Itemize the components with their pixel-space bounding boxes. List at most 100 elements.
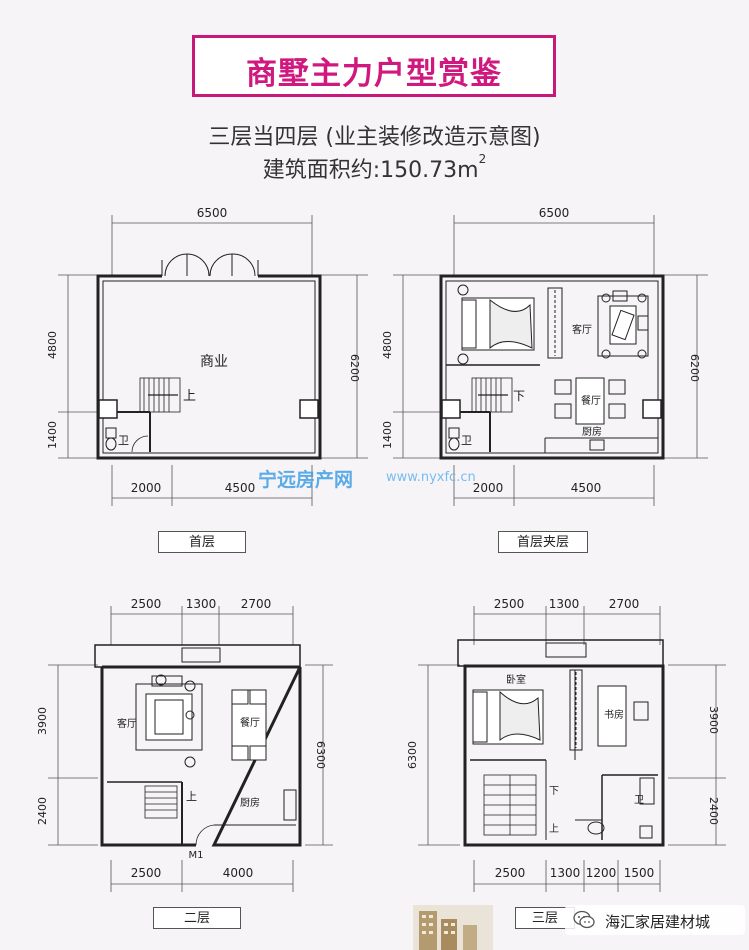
dim-bottom-4: 1500 <box>624 866 655 880</box>
column <box>98 399 118 419</box>
dining-table <box>554 377 626 425</box>
caption-mezzanine: 首层夹层 <box>498 531 588 553</box>
room-dining: 餐厅 <box>240 716 260 729</box>
watermark-text: 宁远房产网 <box>258 469 354 491</box>
dim-bottom-2: 4500 <box>571 481 602 495</box>
staircase <box>139 377 181 413</box>
dim-top-3: 2700 <box>241 597 272 611</box>
plan-ground-floor <box>58 215 368 506</box>
dim-left-top: 3900 <box>36 707 49 735</box>
staircase <box>471 377 513 413</box>
area-value: 建筑面积约:150.73m <box>262 158 479 183</box>
dim-bottom-1: 2500 <box>131 866 162 880</box>
ground-labels: 6500 4800 1400 6200 2000 4500 商业 上 卫 <box>46 206 361 495</box>
sofa-set <box>135 674 203 768</box>
dim-left-bottom: 2400 <box>36 797 49 825</box>
door-label: M1 <box>189 850 204 861</box>
title-banner: 商墅主力户型赏鉴 <box>192 35 556 97</box>
kitchen-counter <box>283 789 297 821</box>
wechat-icon <box>573 910 595 929</box>
dim-bottom-3: 1200 <box>586 866 617 880</box>
toilet <box>448 427 460 451</box>
third-labels: 2500 1300 2700 6300 3900 2400 2500 1300 … <box>406 597 720 880</box>
dimension-lines <box>48 606 333 892</box>
bath-fixtures <box>587 777 655 839</box>
dim-right: 6200 <box>348 354 361 382</box>
sofa-set <box>597 290 649 359</box>
dim-left-top: 4800 <box>46 331 59 359</box>
room-commercial: 商业 <box>200 354 228 370</box>
room-kitchen: 厨房 <box>240 796 260 809</box>
plan-second-floor <box>48 606 333 892</box>
area-label: 建筑面积约:150.73m2 <box>0 152 749 184</box>
room-study: 书房 <box>604 708 624 721</box>
bed <box>472 689 544 745</box>
room-bath: 卫 <box>118 434 129 447</box>
staircase <box>483 774 537 836</box>
dim-left-bottom: 1400 <box>46 421 59 449</box>
dim-top-3: 2700 <box>609 597 640 611</box>
plan-third-floor <box>418 606 726 892</box>
dim-bottom-1: 2000 <box>131 481 162 495</box>
stair-down-label: 下 <box>513 389 525 403</box>
plan-mezzanine <box>393 215 708 506</box>
wechat-badge: 海汇家居建材城 <box>565 905 745 935</box>
staircase <box>144 785 178 819</box>
dim-right: 6200 <box>688 354 701 382</box>
room-bath: 卫 <box>461 434 472 447</box>
room-living: 客厅 <box>572 323 592 336</box>
stair-up-label: 上 <box>186 790 197 803</box>
subtitle: 三层当四层 (业主装修改造示意图) <box>208 125 541 150</box>
dim-bottom-2: 1300 <box>550 866 581 880</box>
outer-wall <box>439 274 665 460</box>
stair-up-label: 上 <box>549 823 559 835</box>
dining-table <box>231 689 267 761</box>
dim-bottom-2: 4000 <box>223 866 254 880</box>
caption-third-floor: 三层 <box>515 907 575 929</box>
dim-top-1: 2500 <box>494 597 525 611</box>
wechat-account-name: 海汇家居建材城 <box>605 913 711 931</box>
kitchen-counter <box>544 437 658 453</box>
dim-left-top: 4800 <box>381 331 394 359</box>
building-thumbnail <box>413 905 493 950</box>
dim-top-2: 1300 <box>549 597 580 611</box>
study-desk <box>597 685 649 747</box>
column <box>642 399 662 419</box>
room-kitchen: 厨房 <box>582 425 602 438</box>
stair-down-label: 下 <box>549 786 559 797</box>
column <box>299 399 319 419</box>
dim-bottom-1: 2000 <box>473 481 504 495</box>
wardrobe <box>547 287 563 359</box>
toilet <box>105 427 117 451</box>
page-title: 商墅主力户型赏鉴 <box>246 56 502 92</box>
dimension-lines <box>58 215 368 506</box>
dim-top: 6500 <box>197 206 228 220</box>
bed <box>457 284 535 365</box>
dim-right-top: 3900 <box>707 706 720 734</box>
column <box>441 399 461 419</box>
dimension-lines <box>418 606 726 892</box>
dim-right-bottom: 2400 <box>707 797 720 825</box>
caption-second-floor: 二层 <box>153 907 241 929</box>
caption-ground-floor: 首层 <box>158 531 246 553</box>
wardrobe <box>569 669 583 751</box>
dim-bottom-2: 4500 <box>225 481 256 495</box>
dim-left-bottom: 1400 <box>381 421 394 449</box>
watermark-url: www.nyxfc.cn <box>386 470 476 485</box>
dim-left: 6300 <box>406 741 419 769</box>
dimension-lines <box>393 215 708 506</box>
room-bath: 卫 <box>634 795 644 806</box>
area-unit-superscript: 2 <box>478 152 487 166</box>
dim-top-1: 2500 <box>131 597 162 611</box>
stair-up-label: 上 <box>183 389 196 404</box>
room-dining: 餐厅 <box>581 394 601 407</box>
entrance-door <box>161 253 259 279</box>
dim-top: 6500 <box>539 206 570 220</box>
second-labels: 2500 1300 2700 3900 2400 6300 2500 4000 … <box>36 597 327 880</box>
outer-wall <box>463 664 665 847</box>
room-bedroom: 卧室 <box>506 673 526 686</box>
room-living: 客厅 <box>117 717 137 730</box>
mezzanine-labels: 6500 4800 1400 6200 2000 4500 客厅 餐厅 厨房 下… <box>381 206 701 495</box>
dim-bottom-1: 2500 <box>495 866 526 880</box>
